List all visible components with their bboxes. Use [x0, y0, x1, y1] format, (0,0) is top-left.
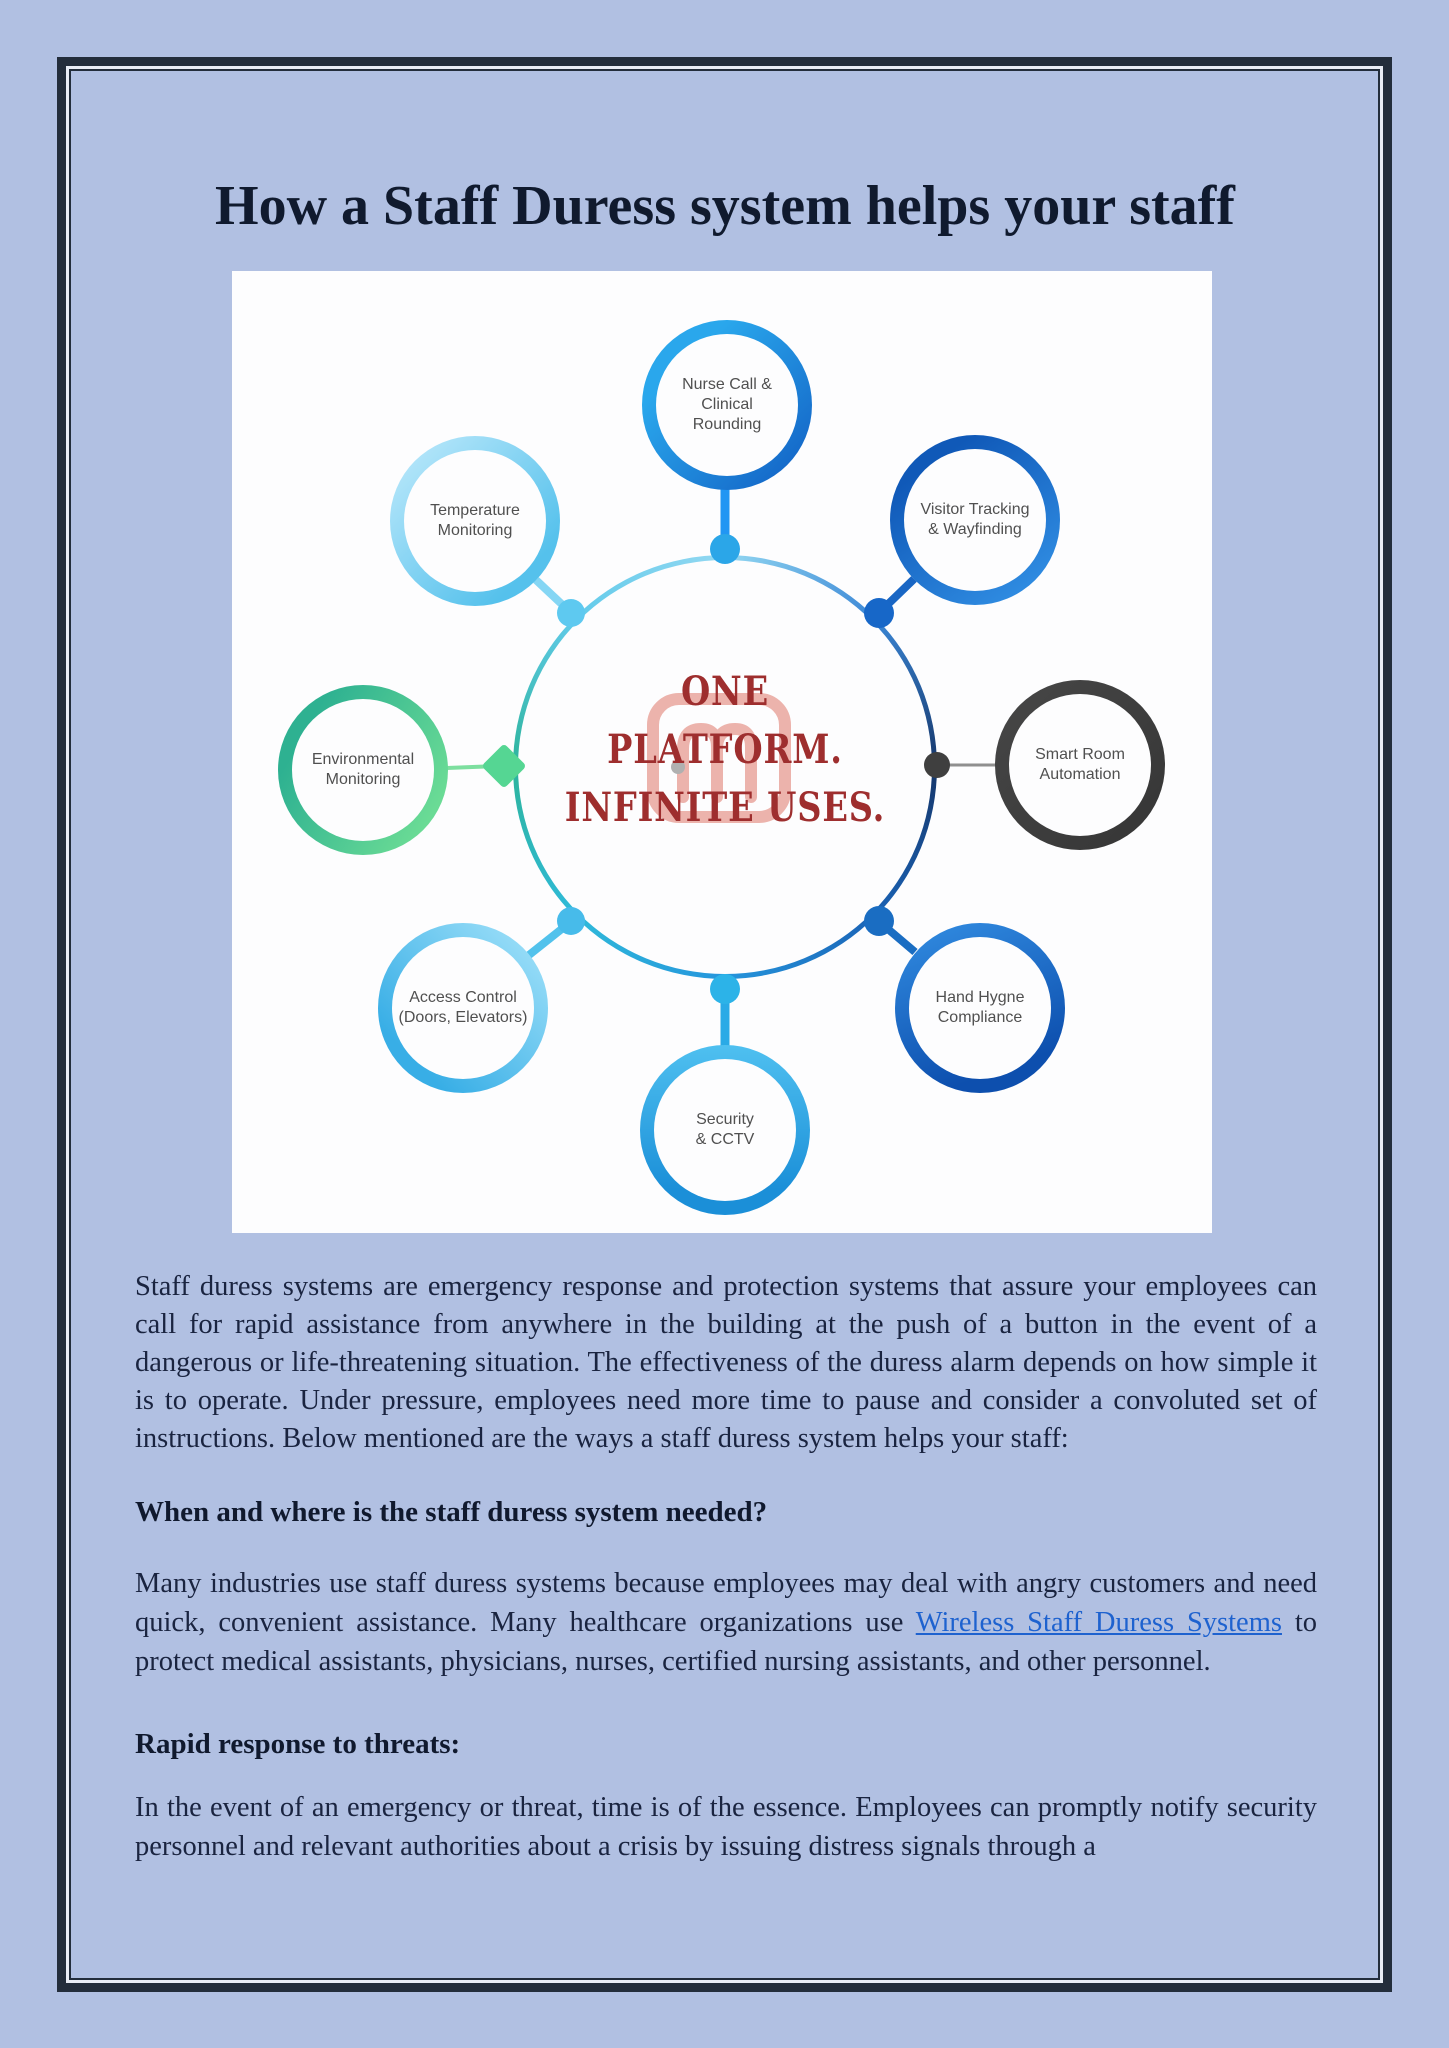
paragraph-industries: Many industries use staff duress systems…	[135, 1564, 1317, 1681]
label-line: & Wayfinding	[928, 521, 1022, 538]
node-temperature-monitoring: Temperature Monitoring	[390, 436, 560, 606]
junction-dot-access	[557, 907, 585, 935]
paragraph-industries-before-link: Many industries use staff duress systems…	[135, 1568, 1317, 1638]
heading-rapid-response: Rapid response to threats:	[135, 1728, 461, 1760]
label-line: Hand Hygne	[935, 989, 1025, 1006]
label-line: Clinical	[701, 396, 753, 413]
heading-when-where: When and where is the staff duress syste…	[135, 1496, 768, 1528]
label-line: Visitor Tracking	[920, 501, 1030, 518]
junction-dot-hand-hygne	[864, 906, 894, 936]
label-line: Monitoring	[437, 522, 513, 539]
label-line: Security	[696, 1111, 754, 1128]
logo-gray-dot	[671, 760, 685, 774]
node-environmental-monitoring-label: Environmental Monitoring	[292, 699, 434, 841]
node-smart-room: Smart Room Automation	[995, 680, 1165, 850]
node-hand-hygne-label: Hand Hygne Compliance	[909, 937, 1051, 1079]
paragraph-rapid-response: In the event of an emergency or threat, …	[135, 1792, 1317, 1862]
junction-dot-visitor	[864, 598, 894, 628]
node-environmental-monitoring: Environmental Monitoring	[278, 685, 448, 855]
node-smart-room-label: Smart Room Automation	[1009, 694, 1151, 836]
node-security-cctv-label: Security & CCTV	[654, 1059, 796, 1201]
label-line: (Doors, Elevators)	[398, 1009, 528, 1026]
page-border-frame	[57, 57, 1392, 1992]
page-title: How a Staff Duress system helps your sta…	[215, 175, 1235, 237]
node-visitor-tracking: Visitor Tracking & Wayfinding	[890, 435, 1060, 605]
node-hand-hygne: Hand Hygne Compliance	[895, 923, 1065, 1093]
label-line: Smart Room	[1035, 746, 1125, 763]
label-line: Access Control	[409, 989, 517, 1006]
central-platform-ring	[513, 555, 937, 979]
label-line: Automation	[1039, 766, 1121, 783]
junction-dot-temperature	[557, 599, 585, 627]
center-line-platform: PLATFORM.	[607, 726, 843, 773]
node-security-cctv: Security & CCTV	[640, 1045, 810, 1215]
platform-logo-watermark-icon	[647, 693, 791, 823]
node-visitor-tracking-label: Visitor Tracking & Wayfinding	[904, 449, 1046, 591]
wireless-staff-duress-systems-link[interactable]: Wireless Staff Duress Systems	[915, 1607, 1282, 1638]
page-border-inner-line	[66, 66, 1383, 1983]
junction-dot-nurse	[710, 534, 740, 564]
label-line: Rounding	[692, 416, 762, 433]
label-line: Nurse Call &	[682, 376, 772, 393]
junction-dot-smart-room	[924, 752, 950, 778]
junction-dot-security	[710, 974, 740, 1004]
node-access-control-label: Access Control (Doors, Elevators)	[392, 937, 534, 1079]
center-line-one: ONE	[680, 668, 770, 715]
label-line: Compliance	[937, 1009, 1023, 1026]
label-line: Monitoring	[325, 771, 401, 788]
paragraph-industries-after-link: to protect medical assistants, physician…	[135, 1607, 1318, 1677]
node-nurse-call-label: Nurse Call & Clinical Rounding	[656, 334, 798, 476]
label-line: Temperature	[430, 502, 520, 519]
label-line: Environmental	[311, 751, 415, 768]
center-line-infinite: INFINITE USES.	[564, 784, 886, 831]
diagram-center-text: ONE PLATFORM. INFINITE USES.	[557, 663, 893, 837]
node-nurse-call: Nurse Call & Clinical Rounding	[642, 320, 812, 490]
platform-diagram-image: ONE PLATFORM. INFINITE USES. Nurse Call …	[232, 271, 1212, 1233]
paragraph-intro: Staff duress systems are emergency respo…	[135, 1271, 1317, 1454]
label-line: & CCTV	[695, 1131, 755, 1148]
node-temperature-monitoring-label: Temperature Monitoring	[404, 450, 546, 592]
node-access-control: Access Control (Doors, Elevators)	[378, 923, 548, 1093]
